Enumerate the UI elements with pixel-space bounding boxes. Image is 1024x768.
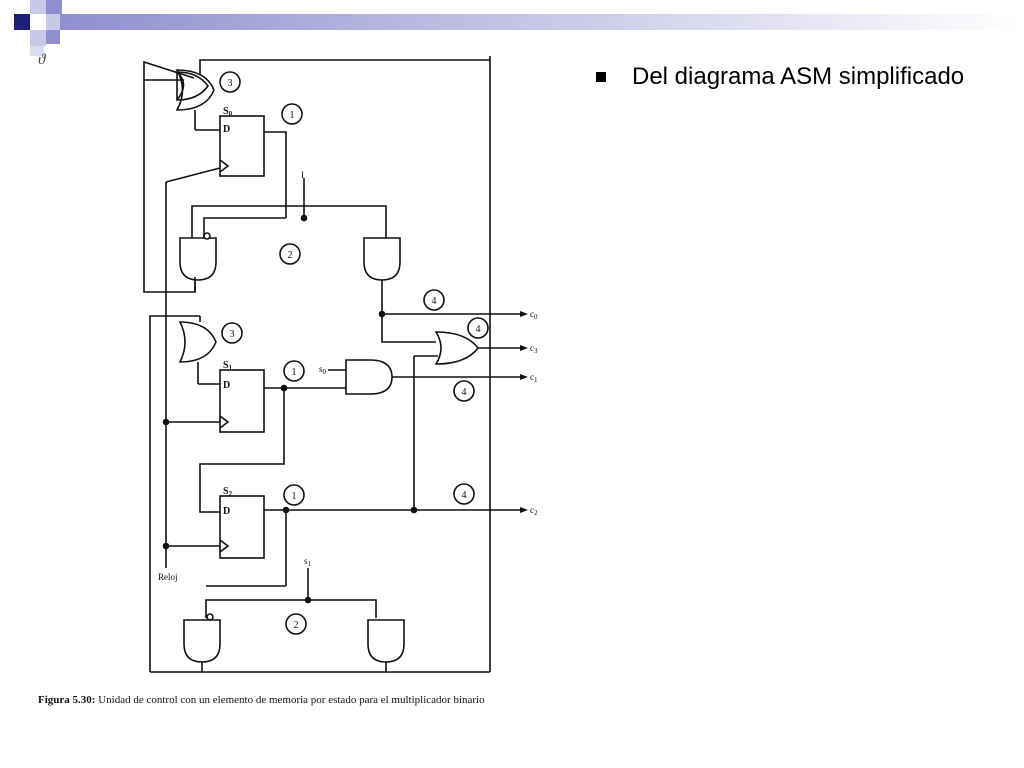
label-input-s0: s0 [319,364,327,376]
clock-edge-s2 [219,539,230,553]
step-circle-4-c2 [453,483,475,505]
and-gate-c1 [345,359,393,395]
bullet-text: Del diagrama ASM simplificado [632,63,965,90]
step-circle-2-top [279,243,301,265]
or-gate-3-top-shape [175,69,215,111]
figure-caption: Figura 5.30: Unidad de control con un el… [38,694,485,706]
label-c2: c2 [530,505,538,517]
deco-square-mid [46,0,62,14]
step-circle-3-mid [221,322,243,344]
step-circle-4-c0 [423,289,445,311]
deco-square-dark [14,14,30,30]
label-d-s1: D [223,380,230,391]
step-1-s2: 1 [292,491,297,502]
step-3-top: 3 [228,78,233,89]
flipflop-s1 [219,369,265,433]
step-4-c3: 4 [476,324,481,335]
inverter-bubble-bottom [206,613,214,621]
step-3-mid: 3 [230,329,235,340]
and-gate-2-bottom-right [367,619,405,663]
deco-square-mid [46,14,60,30]
label-c1: c1 [530,372,538,384]
junction-c2 [410,506,418,514]
step-4-c2: 4 [462,490,467,501]
step-circle-1-s1 [283,360,305,382]
label-s2: S2 [223,486,233,498]
flipflop-s2 [219,495,265,559]
step-circle-4-c1 [453,380,475,402]
deco-square-light [30,0,46,14]
deco-square-light [30,30,46,46]
label-c0: c0 [530,309,538,321]
deco-square-light [30,46,44,56]
bullet-marker [596,72,606,82]
label-clock: Reloj [158,572,178,582]
caption-text: Unidad de control con un elemento de mem… [98,694,485,706]
bullet-item: Del diagrama ASM simplificado [592,64,1012,90]
label-d-s0: D [223,124,230,135]
flipflop-s0 [219,115,265,177]
label-s1: S1 [223,360,233,372]
step-circle-3-top [219,71,241,93]
bullet-list: Del diagrama ASM simplificado [592,64,1012,90]
step-circle-1-s0 [281,103,303,125]
step-4-c0: 4 [432,296,437,307]
caption-label: Figura 5.30: [38,694,96,706]
wire-top-bus [199,59,490,74]
wire-i-bus [191,205,387,238]
step-circle-2-bottom [285,613,307,635]
label-input-i: I [301,170,304,180]
circuit-figure: 3 1 2 4 4 3 1 4 1 4 2 S0 D S1 D S2 D I s… [143,56,538,673]
label-input-s1: s1 [304,556,312,568]
header-decoration [14,0,1024,56]
step-2-top: 2 [288,250,293,261]
and-gate-2-bottom-left [183,619,221,663]
step-4-c1: 4 [462,387,467,398]
step-circle-1-s2 [283,484,305,506]
junction-i [300,214,308,222]
and-gate-2-left [179,237,217,281]
label-d-s2: D [223,506,230,517]
wire-feedback-s1 [149,315,200,672]
inverter-bubble-left [203,232,211,240]
clock-edge-s0 [219,159,230,173]
step-circle-4-c3 [467,317,489,339]
or-gate-3-mid [178,321,217,363]
step-1-s0: 1 [290,110,295,121]
label-c3: c3 [530,343,538,355]
header-gradient-bar [60,14,1024,30]
step-2-bottom: 2 [294,620,299,631]
clock-edge-s1 [219,415,230,429]
deco-square-dark [46,30,60,44]
and-gate-2-right [363,237,401,281]
or-gate-c3 [434,331,480,365]
label-s0: S0 [223,106,233,118]
scan-mark: ϑ [38,52,46,68]
step-1-s1: 1 [292,367,297,378]
